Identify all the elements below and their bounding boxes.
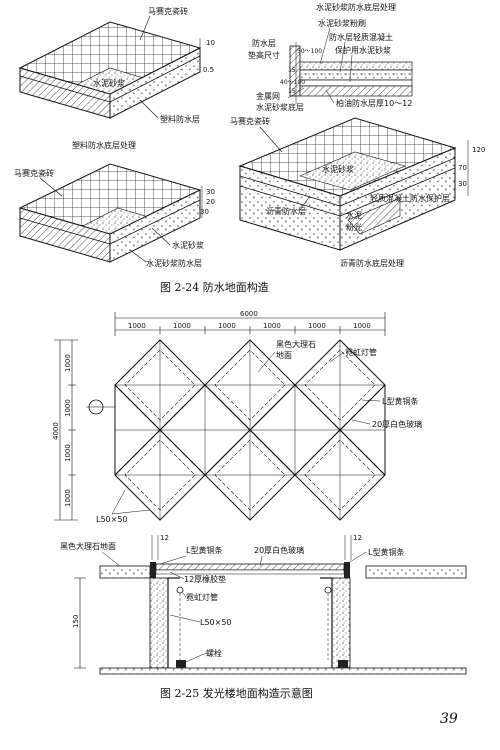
- plan-height-seg-3: 1000: [64, 444, 72, 462]
- panel-c-label-2: 水泥砂浆粉刷: [318, 18, 366, 28]
- panel-c-dim-3: 40～100: [280, 79, 305, 86]
- plan-brass-label: L型黄铜条: [382, 396, 418, 406]
- panel-a-mortar-label: 水泥砂浆: [93, 78, 125, 88]
- panel-a-layer-label: 塑料防水层: [160, 114, 200, 124]
- panel-b-layer-label: 水泥砂浆防水层: [146, 258, 202, 268]
- panel-c-label-6: 垫高尺寸: [248, 50, 280, 60]
- plan-height-seg-2: 1000: [64, 399, 72, 417]
- panel-a-side-right: [109, 47, 201, 119]
- panel-c-dim-4: 15: [288, 88, 296, 95]
- panel-c-label-7: 金属网: [256, 91, 280, 101]
- section-dim-150: [74, 577, 86, 669]
- section-angle-label: L50×50: [200, 618, 232, 627]
- section-dim-12-left: 12: [160, 534, 169, 542]
- plan-angle-label: L50×50: [96, 515, 128, 524]
- panel-d-powder-label-1: 水泥: [346, 210, 362, 220]
- panel-c-label-3: 防水层轻质混凝土: [329, 32, 393, 42]
- section-glass-label: 20厚白色玻璃: [254, 545, 304, 555]
- panel-c-dim-1: 50～100: [297, 48, 322, 55]
- plan-overall-height: 4000: [52, 422, 60, 440]
- panel-b-dim-b: 20: [206, 198, 215, 206]
- section-marble-label: 黑色大理石地面: [60, 541, 116, 551]
- plan-width-seg-5: 1000: [308, 322, 326, 330]
- panel-c-dim-2: 15: [288, 67, 296, 74]
- panel-d-mortar-patch: [299, 151, 406, 191]
- page-number: 39: [440, 711, 458, 727]
- panel-c-label-1: 水泥砂浆防水底层处理: [316, 2, 396, 12]
- plan-width-seg-3: 1000: [218, 322, 236, 330]
- panel-b-side-right: [109, 189, 201, 263]
- plan-marble-label-2: 地面: [276, 350, 292, 360]
- figure-25-caption: 图 2-25 发光楼地面构造示意图: [160, 686, 313, 700]
- section-brass-left-label: L型黄铜条: [186, 545, 222, 555]
- plan-overall-width: 6000: [240, 310, 258, 318]
- section-neon-label: 霓虹灯管: [186, 592, 218, 602]
- plan-height-seg-4: 1000: [64, 489, 72, 507]
- panel-a-title: 塑料防水底层处理: [72, 140, 136, 150]
- panel-a-dim-bottom: 0.5: [203, 66, 214, 74]
- panel-a-tile-label: 马赛克瓷砖: [148, 6, 188, 16]
- panel-d-layer-label: 沥青防水层: [266, 206, 306, 216]
- plan-glass-label: 20厚白色玻璃: [372, 419, 422, 429]
- plan-dimension-top: [114, 312, 386, 336]
- section-dim-12-right: 12: [353, 534, 362, 542]
- plan-width-seg-6: 1000: [353, 322, 371, 330]
- section-dim-150-value: 150: [72, 615, 80, 628]
- panel-d-light-label: 轻质混凝土防水保护层: [370, 193, 450, 203]
- plan-marble-label: 黑色大理石: [276, 339, 316, 349]
- plan-height-seg-1: 1000: [64, 354, 72, 372]
- plan-width-seg-4: 1000: [263, 322, 281, 330]
- section-brass-right-label: L型黄铜条: [368, 547, 404, 557]
- panel-b-tile-label: 马赛克瓷砖: [14, 168, 54, 178]
- panel-c-label-5: 防水层: [252, 38, 276, 48]
- plan-neon-label: 霓虹灯管: [345, 347, 377, 357]
- plan-width-seg-1: 1000: [128, 322, 146, 330]
- panel-d-mortar-label: 水泥砂浆: [322, 164, 354, 174]
- panel-b-block: [18, 163, 202, 263]
- figure-24-caption: 图 2-24 防水地面构造: [160, 280, 269, 294]
- plan-dimension-left: [54, 339, 78, 521]
- panel-d-block: [238, 117, 457, 251]
- panel-b-dim-c: 30: [200, 208, 209, 216]
- panel-d-dim-3: 120: [472, 146, 485, 154]
- panel-c-label-8: 水泥砂浆底层: [256, 102, 304, 112]
- panel-d-tile-label: 马赛克瓷砖: [230, 116, 270, 126]
- plan-grid-lines: [115, 340, 385, 520]
- panel-c-section: [289, 42, 413, 104]
- section-bolt-label: 螺栓: [206, 648, 222, 658]
- plan-width-seg-2: 1000: [173, 322, 191, 330]
- section-rubber-label: 12厚橡胶垫: [184, 574, 226, 584]
- panel-c-label-9: 柏油防水层厚10～12: [336, 98, 412, 108]
- panel-a-dim-top: 10: [206, 39, 215, 47]
- panel-d-dim-2: 70: [458, 164, 467, 172]
- panel-d-dim-1: 30: [458, 180, 467, 188]
- section-floor: [99, 562, 467, 675]
- panel-d-powder-label-2: 粉光: [346, 222, 362, 232]
- panel-b-mortar-label: 水泥砂浆: [172, 240, 204, 250]
- panel-a-block: [18, 21, 202, 119]
- panel-c-label-4: 保护用水泥砂浆: [335, 45, 391, 55]
- panel-b-dim-a: 30: [206, 188, 215, 196]
- panel-d-title: 沥青防水底层处理: [340, 258, 404, 268]
